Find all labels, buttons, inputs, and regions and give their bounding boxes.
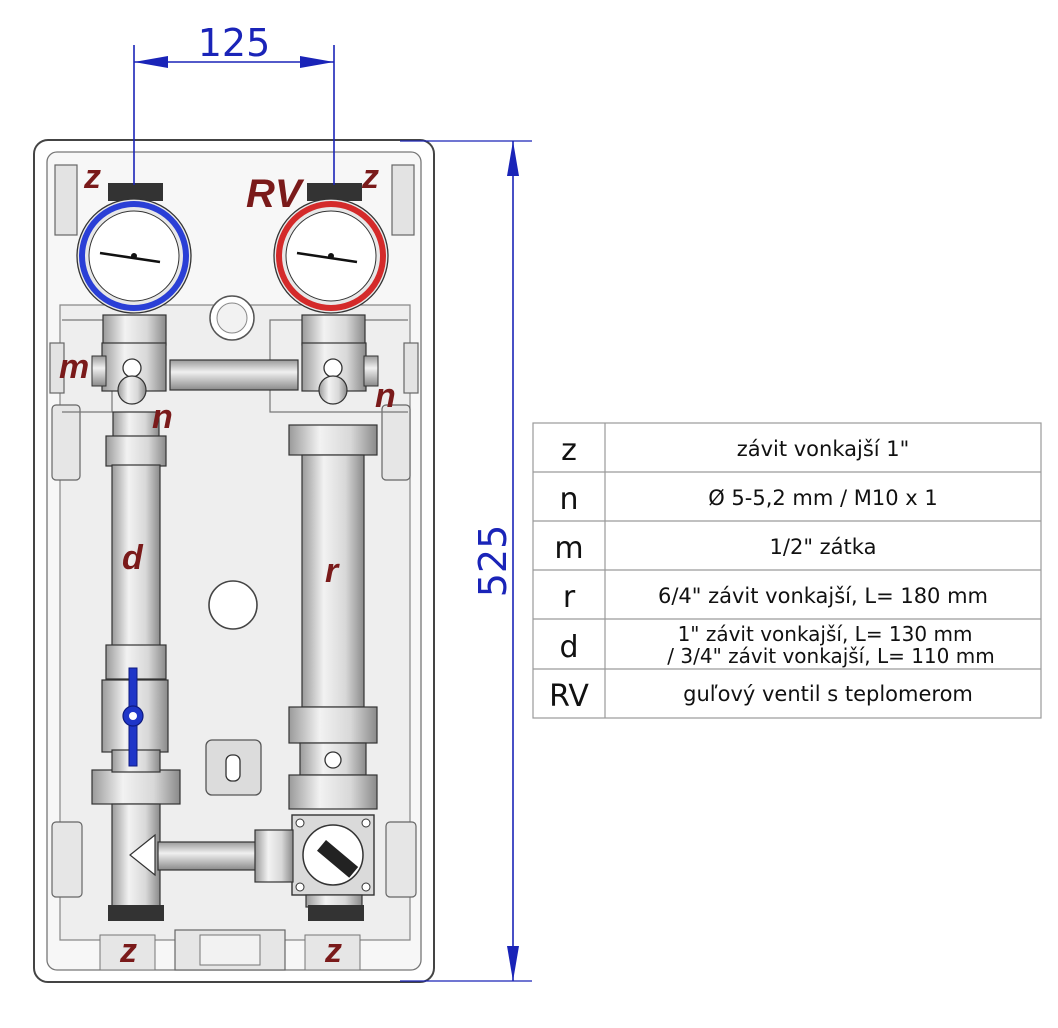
label-z-bottom-left: z bbox=[119, 932, 137, 970]
height-dimension-label: 525 bbox=[471, 525, 515, 598]
legend-code: m bbox=[554, 531, 583, 566]
return-thermometer-icon bbox=[273, 198, 389, 314]
label-m: m bbox=[59, 348, 89, 386]
legend-description: guľový ventil s teplomerom bbox=[683, 682, 973, 706]
legend-code: d bbox=[559, 630, 578, 665]
height-dimension: 525 bbox=[400, 140, 532, 982]
legend-code: RV bbox=[549, 679, 589, 714]
width-dimension: 125 bbox=[133, 21, 335, 185]
legend-row: m 1/2" zátka bbox=[554, 531, 876, 566]
legend-description: 6/4" závit vonkajší, L= 180 mm bbox=[658, 584, 988, 608]
legend-table: z závit vonkajší 1" n Ø 5-5,2 mm / M10 x… bbox=[532, 422, 1042, 719]
label-n-right: n bbox=[375, 377, 396, 415]
legend-row: d 1" závit vonkajší, L= 130 mm / 3/4" zá… bbox=[559, 622, 994, 668]
legend-description: 1" závit vonkajší, L= 130 mm bbox=[678, 622, 973, 646]
width-dimension-label: 125 bbox=[198, 21, 271, 65]
legend-description: / 3/4" závit vonkajší, L= 110 mm bbox=[667, 644, 994, 668]
label-r: r bbox=[325, 552, 340, 590]
component-labels: z RV z m n n d r z z bbox=[59, 158, 396, 970]
legend-code: z bbox=[561, 433, 577, 468]
label-rv: RV bbox=[246, 172, 305, 216]
label-d: d bbox=[122, 539, 144, 577]
label-z-top-right: z bbox=[361, 158, 379, 196]
legend-code: r bbox=[563, 580, 576, 615]
label-z-bottom-right: z bbox=[324, 932, 342, 970]
legend-description: 1/2" zátka bbox=[770, 535, 877, 559]
legend-description: závit vonkajší 1" bbox=[737, 437, 910, 461]
pipework bbox=[91, 183, 379, 921]
legend-description: Ø 5-5,2 mm / M10 x 1 bbox=[708, 486, 938, 510]
label-z-top-left: z bbox=[83, 158, 101, 196]
legend-code: n bbox=[559, 482, 578, 517]
legend-row: z závit vonkajší 1" bbox=[561, 433, 909, 468]
legend-row: n Ø 5-5,2 mm / M10 x 1 bbox=[559, 482, 937, 517]
legend-row: r 6/4" závit vonkajší, L= 180 mm bbox=[563, 580, 988, 615]
label-n-left: n bbox=[152, 398, 173, 436]
legend-row: RV guľový ventil s teplomerom bbox=[549, 679, 973, 714]
supply-thermometer-icon bbox=[76, 198, 192, 314]
